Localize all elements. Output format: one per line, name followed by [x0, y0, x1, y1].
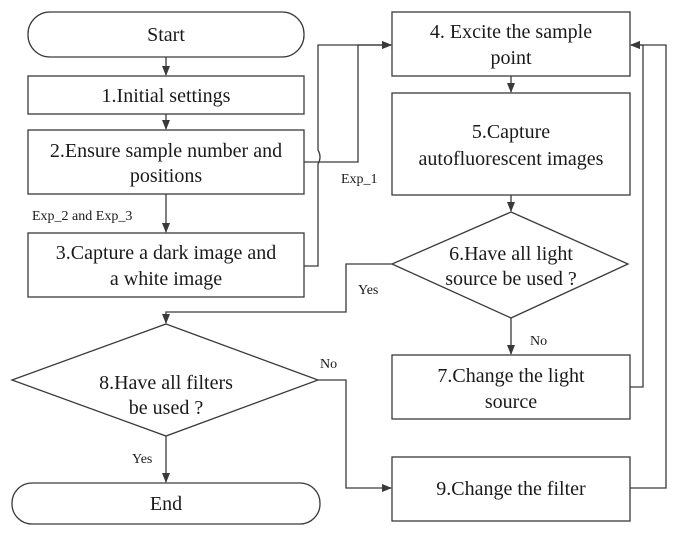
ensure-sample-label-line1: 2.Ensure sample number and — [50, 140, 282, 162]
filters-no-label: No — [320, 357, 337, 372]
change-light-source-box — [391, 354, 631, 420]
excite-sample-label-line2: point — [490, 47, 532, 69]
start-label: Start — [147, 24, 185, 46]
excite-sample-label-line1: 4. Excite the sample — [430, 21, 592, 43]
change-light-label-line1: 7.Change the light — [437, 365, 585, 387]
capture-autofluorescent-box — [391, 92, 631, 196]
light-source-decision — [390, 211, 630, 319]
edge-change-filter-loop — [630, 41, 667, 489]
end-terminal — [11, 482, 321, 525]
edge-change-light-loop — [630, 41, 644, 388]
light-yes-label: Yes — [358, 283, 378, 298]
edge-decision-yes-to-filters — [162, 263, 392, 324]
capture-autofluorescent-label-line2: autofluorescent images — [419, 148, 604, 170]
exp1-edge-label: Exp_1 — [341, 172, 378, 187]
light-source-question-line1: 6.Have all light — [449, 243, 573, 265]
ensure-sample-label-line2: positions — [130, 165, 202, 187]
light-no-label: No — [530, 334, 547, 349]
filters-question-line1: 8.Have all filters — [99, 372, 233, 394]
ensure-sample-box — [27, 129, 305, 195]
change-filter-box — [391, 456, 631, 522]
end-label: End — [150, 493, 182, 515]
change-filter-label: 9.Change the filter — [436, 478, 586, 500]
initial-settings-label: 1.Initial settings — [102, 85, 231, 107]
edge-ensure-to-excite-exp1 — [304, 41, 392, 163]
exp23-edge-label: Exp_2 and Exp_3 — [32, 209, 132, 224]
change-light-label-line2: source — [485, 391, 537, 413]
edge-dark-to-excite — [304, 41, 392, 267]
initial-settings-box — [27, 75, 305, 115]
capture-dark-label-line2: a white image — [110, 268, 222, 290]
capture-dark-white-box — [27, 232, 305, 298]
edge-filters-no-to-change-filter — [318, 379, 392, 492]
capture-autofluorescent-label-line1: 5.Capture — [472, 121, 550, 143]
filters-question-line2: be used ? — [129, 397, 204, 419]
capture-dark-label-line1: 3.Capture a dark image and — [56, 242, 276, 264]
filters-yes-label: Yes — [132, 452, 152, 467]
light-source-question-line2: source be used ? — [445, 268, 577, 290]
